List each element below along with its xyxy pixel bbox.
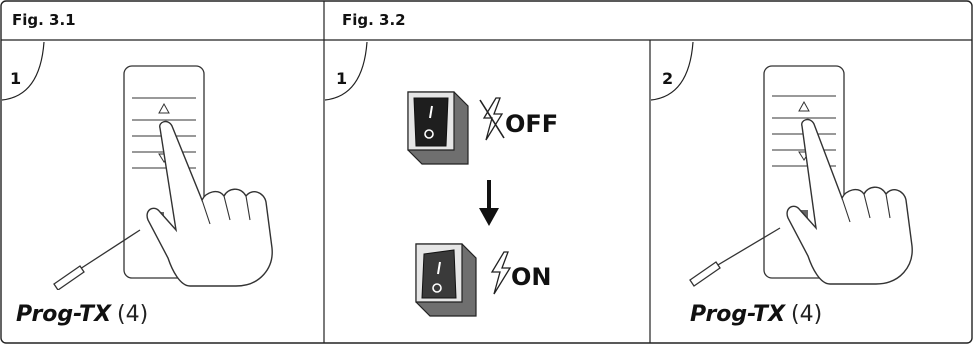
switch-on-icon — [415, 243, 477, 317]
prog-tool-icon — [53, 265, 85, 290]
switch-off-icon — [407, 91, 469, 165]
on-label: ON — [511, 263, 552, 291]
prog-tool-icon — [689, 261, 721, 287]
step-number: 2 — [662, 69, 674, 88]
remote-hand-illustration — [689, 65, 913, 287]
figure-title-3-2: Fig. 3.2 — [342, 11, 406, 29]
prog-tx-label: Prog-TX(4) — [16, 302, 148, 328]
remote-hand-illustration — [53, 65, 273, 290]
hand-icon — [146, 120, 273, 287]
up-arrow-icon — [158, 102, 170, 114]
lightning-off-icon — [479, 97, 505, 141]
prog-tx-name: Prog-TX — [690, 302, 786, 327]
step-number: 1 — [10, 69, 22, 88]
down-arrow-icon — [479, 180, 499, 226]
off-label: OFF — [505, 110, 559, 138]
figure-title-3-1: Fig. 3.1 — [12, 11, 76, 29]
lightning-on-icon — [490, 251, 512, 295]
prog-tx-ref: (4) — [117, 302, 149, 327]
prog-tx-name: Prog-TX — [16, 302, 112, 327]
prog-tx-label: Prog-TX(4) — [690, 302, 822, 328]
up-arrow-icon — [798, 100, 810, 112]
prog-tx-ref: (4) — [791, 302, 823, 327]
step-number: 1 — [336, 69, 348, 88]
hand-icon — [786, 118, 913, 285]
